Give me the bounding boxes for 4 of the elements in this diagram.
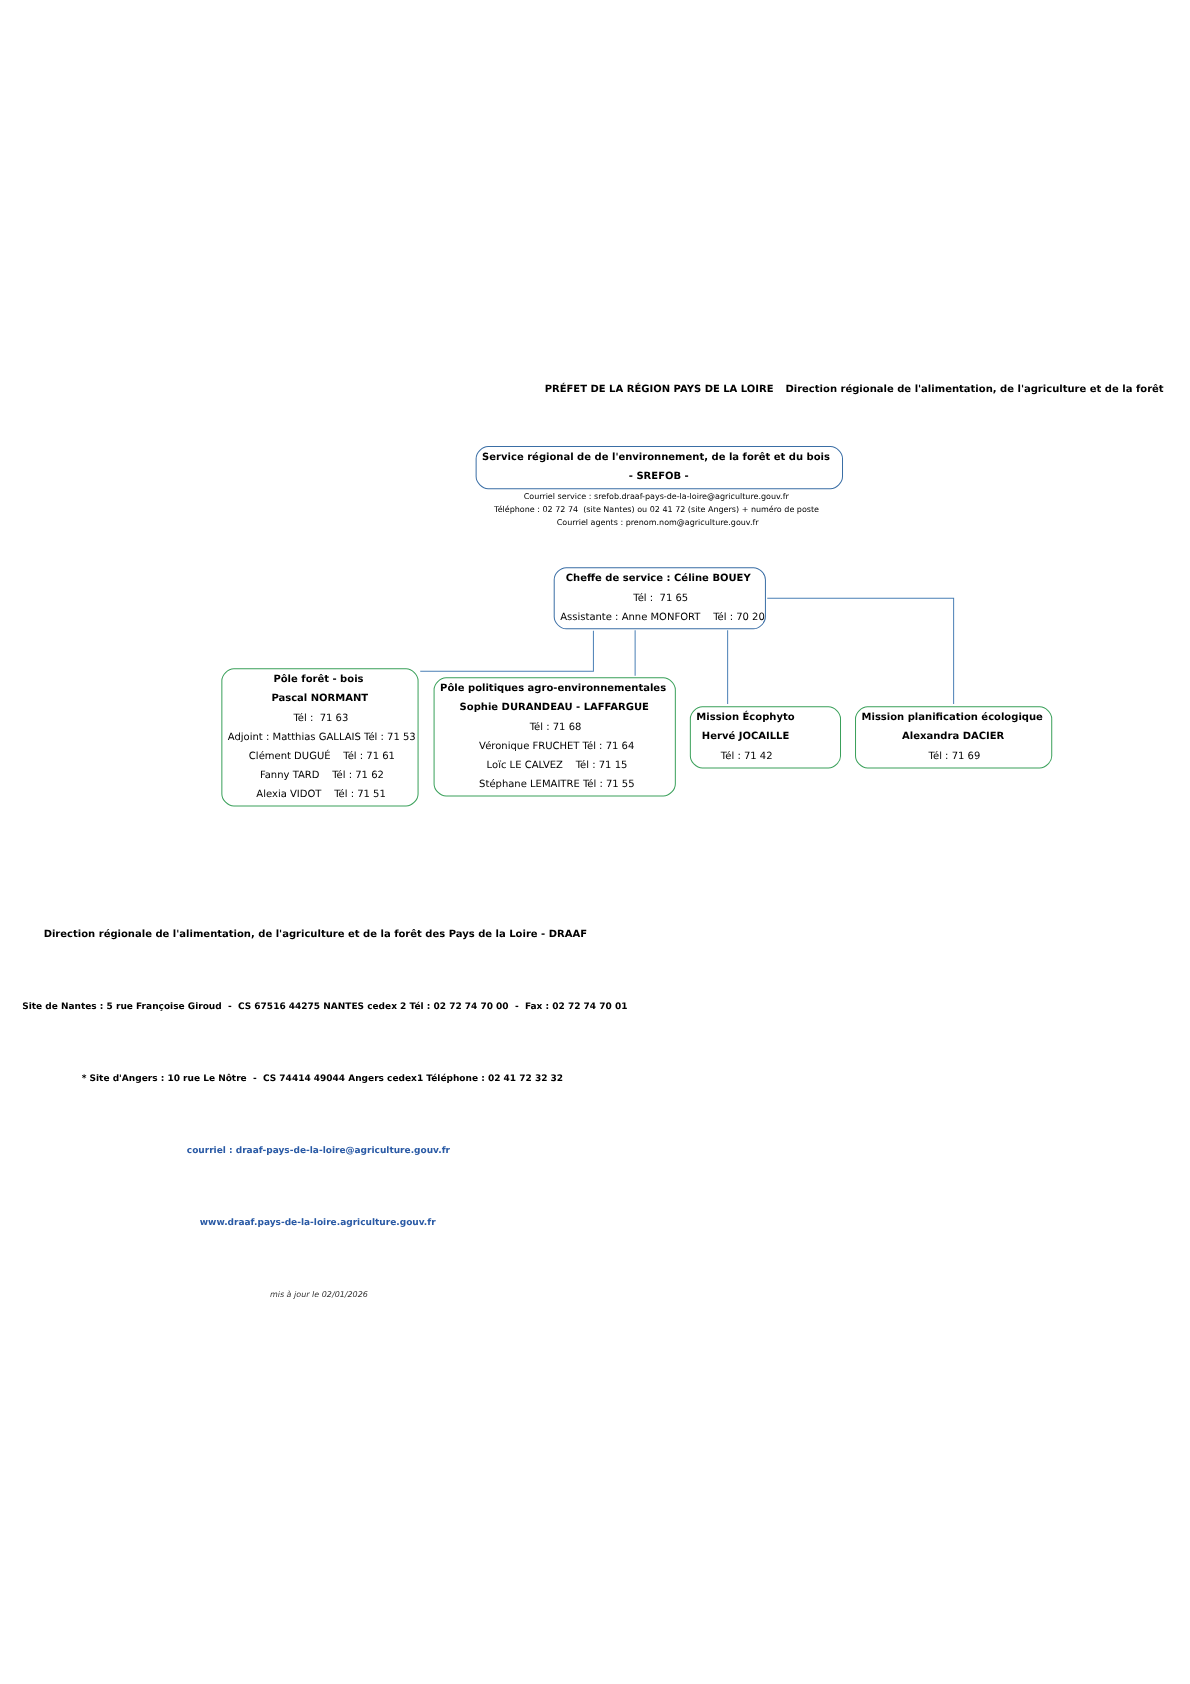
connector [765,596,954,704]
connector [633,628,635,676]
connector [726,628,728,704]
connector [418,629,593,671]
